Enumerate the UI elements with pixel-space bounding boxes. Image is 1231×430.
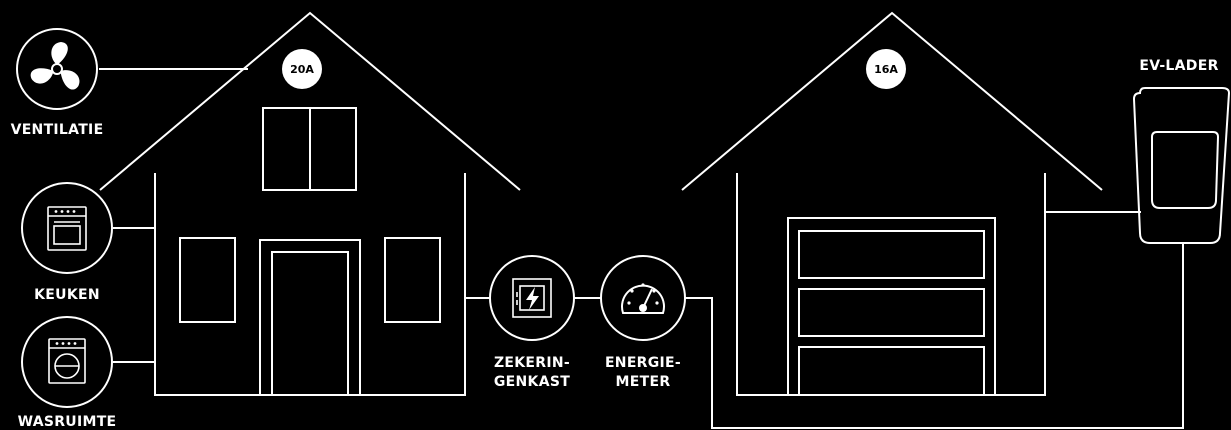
washing-machine-icon [22,317,112,407]
garage-amperage-badge: 16A [866,49,906,89]
house-door-frame [260,240,360,395]
ev-charger-label: EV-LADER [1127,57,1231,75]
laundry-label: WASRUIMTE [0,413,134,430]
energy-meter-label-line2: METER [593,373,693,391]
garage-door-panel [799,289,984,336]
garage-door-panel [799,231,984,278]
fuse-box-icon [490,256,574,340]
energy-meter-label-line1: ENERGIE- [593,354,693,372]
garage-door-frame [788,218,995,395]
fuse-box-label-line2: GENKAST [482,373,582,391]
house-door [272,252,348,395]
gauge-icon [601,256,685,340]
house-window-right [385,238,440,322]
house-amperage-badge: 20A [282,49,322,89]
oven-icon [22,183,112,273]
garage-walls [737,173,1045,395]
house-window-left [180,238,235,322]
house-walls [155,173,465,395]
ventilation-label: VENTILATIE [0,121,117,139]
garage-roof [682,13,1102,190]
fan-icon [17,29,97,109]
fuse-box-label-line1: ZEKERIN- [482,354,582,372]
kitchen-label: KEUKEN [17,286,117,304]
ev-charger-icon [1134,88,1229,243]
garage-door-panel [799,347,984,395]
